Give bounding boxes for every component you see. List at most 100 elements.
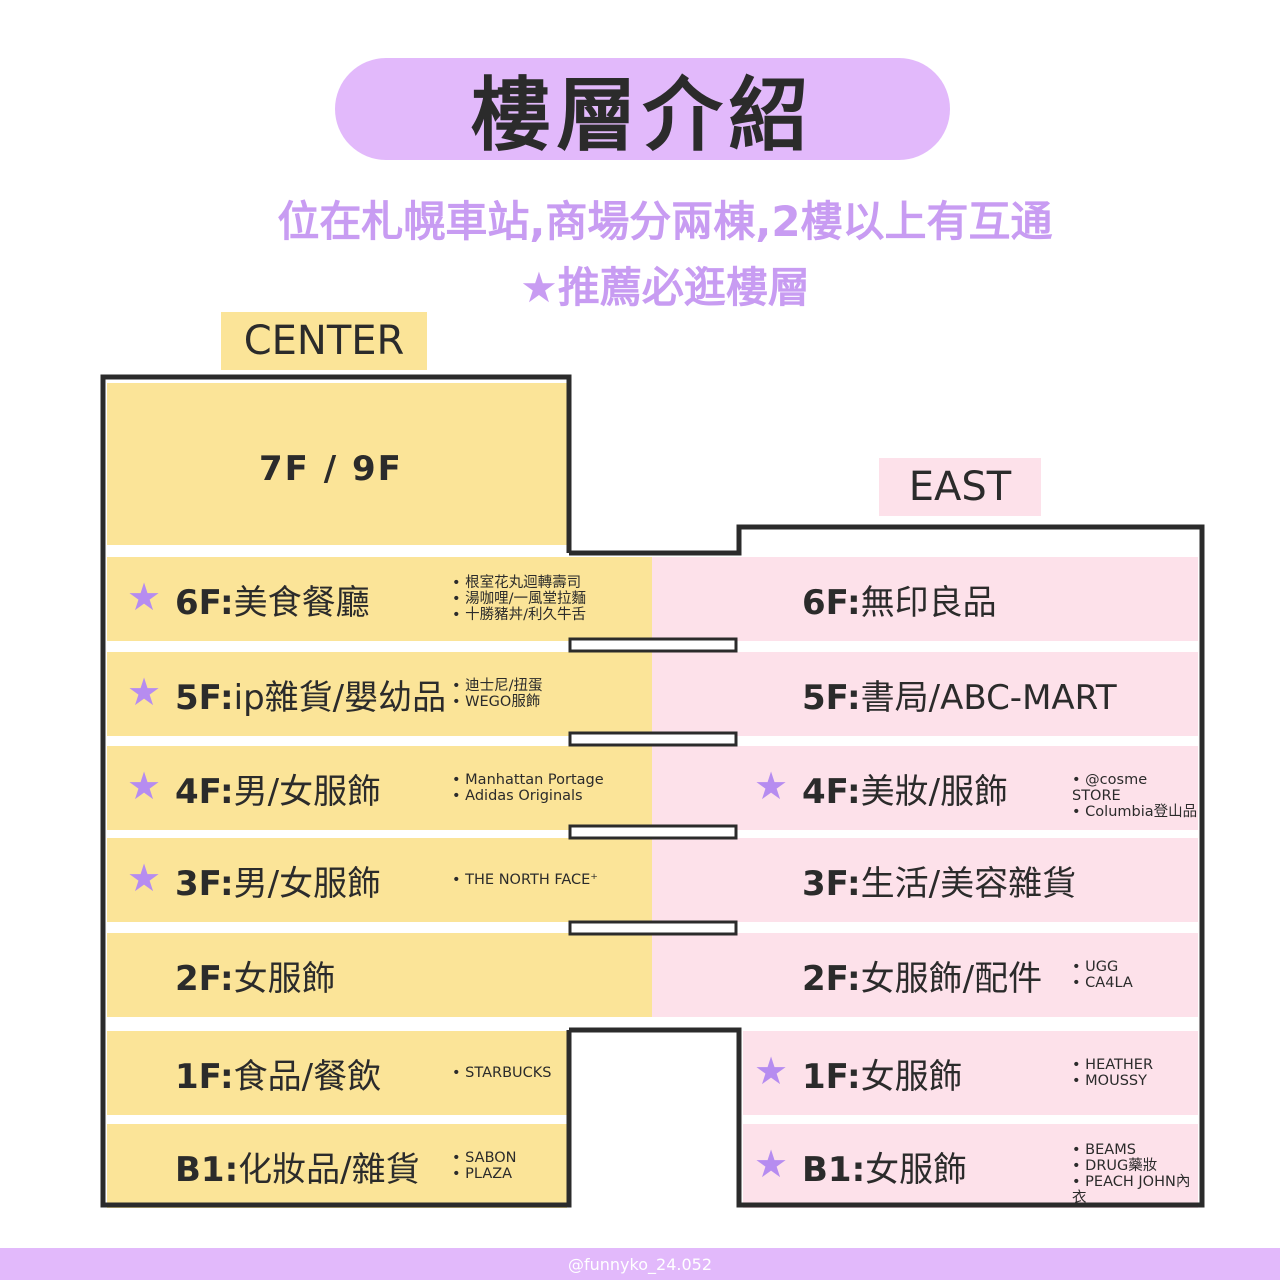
floor-number: 3F: — [802, 864, 861, 904]
floor-category: 女服飾 — [865, 1150, 968, 1190]
floor-category: ip雜貨/嬰幼品 — [233, 678, 447, 718]
floor-number: 5F: — [802, 678, 861, 718]
floor-number: 1F: — [802, 1057, 861, 1097]
shop-item: CA4LA — [1072, 975, 1133, 991]
floor-category: 女服飾 — [860, 1057, 963, 1097]
shop-item: @cosme STORE — [1072, 772, 1198, 804]
floor-category: 美食餐廳 — [233, 583, 370, 623]
east-floor-4f: ★ 4F:美妝/服飾 @cosme STOREColumbia登山品 — [652, 746, 1198, 830]
shop-item: STARBUCKS — [452, 1065, 551, 1081]
star-icon: ★ — [127, 764, 162, 808]
floor-number: B1: — [175, 1150, 239, 1190]
east-floor-1f: ★1F:女服飾HEATHERMOUSSY — [743, 1031, 1198, 1115]
floor-category: 生活/美容雜貨 — [860, 864, 1077, 904]
center-floor-4f: ★ 4F:男/女服飾 Manhattan PortageAdidas Origina… — [107, 746, 652, 830]
floor-label: 3F:生活/美容雜貨 — [802, 856, 1076, 905]
floor-category: 食品/餐飲 — [233, 1057, 382, 1097]
floor-number: 2F: — [175, 959, 234, 999]
shop-list: STARBUCKS — [452, 1065, 551, 1081]
shop-item: 十勝豬丼/利久牛舌 — [452, 607, 586, 623]
floor-category: 無印良品 — [860, 583, 997, 623]
floor-label: B1:化妝品/雜貨 — [175, 1142, 420, 1191]
floor-category: 美妝/服飾 — [860, 772, 1009, 812]
shop-item: HEATHER — [1072, 1057, 1153, 1073]
floor-label: 3F:男/女服飾 — [175, 856, 381, 905]
shop-item: PEACH JOHN內衣 — [1072, 1174, 1198, 1206]
shop-item: PLAZA — [452, 1166, 517, 1182]
center-outline — [100, 374, 572, 1208]
walkway-connector — [568, 920, 738, 936]
shop-list: HEATHERMOUSSY — [1072, 1057, 1153, 1089]
title-banner: 樓層介紹 — [335, 58, 950, 162]
shop-item: UGG — [1072, 959, 1133, 975]
east-outline — [569, 524, 1205, 1208]
east-floor-b1: ★ B1:女服飾 BEAMSDRUG藥妝PEACH JOHN內衣 — [743, 1124, 1198, 1208]
floor-number: 2F: — [802, 959, 861, 999]
floor-number: 1F: — [175, 1057, 234, 1097]
east-floor-3f: 3F:生活/美容雜貨 — [652, 838, 1198, 922]
center-building-tag: CENTER — [221, 312, 427, 370]
shop-list: BEAMSDRUG藥妝PEACH JOHN內衣 — [1072, 1142, 1198, 1206]
shop-item: DRUG藥妝 — [1072, 1158, 1198, 1174]
shop-list: Manhattan PortageAdidas Originals — [452, 772, 604, 804]
walkway-connector — [568, 824, 738, 840]
top-floor-label: 7F / 9F — [259, 449, 403, 489]
floor-category: 男/女服飾 — [233, 864, 382, 904]
shop-list: @cosme STOREColumbia登山品 — [1072, 772, 1198, 820]
floor-label: 1F:食品/餐飲 — [175, 1049, 381, 1098]
floor-number: 4F: — [802, 772, 861, 812]
floor-label: 4F:美妝/服飾 — [802, 764, 1008, 813]
center-floor-b1: B1:化妝品/雜貨 SABONPLAZA — [107, 1124, 567, 1208]
recommend-note: ★推薦必逛樓層 — [520, 263, 810, 312]
center-floor-6f: ★ 6F:美食餐廳 根室花丸迴轉壽司湯咖哩/一風堂拉麵十勝豬丼/利久牛舌 — [107, 557, 652, 641]
center-floor-1f: 1F:食品/餐飲 STARBUCKS — [107, 1031, 567, 1115]
subtitle: 位在札幌車站,商場分兩棟,2樓以上有互通 — [277, 197, 1053, 246]
shop-item: THE NORTH FACE⁺ — [452, 872, 598, 888]
walkway-connector — [568, 637, 738, 653]
floor-number: 6F: — [175, 583, 234, 623]
star-icon: ★ — [754, 764, 789, 808]
floor-label: B1:女服飾 — [802, 1142, 967, 1191]
floor-label: 2F:女服飾 — [175, 951, 336, 1000]
floor-number: 3F: — [175, 864, 234, 904]
floor-label: 1F:女服飾 — [802, 1049, 963, 1098]
shop-list: 根室花丸迴轉壽司湯咖哩/一風堂拉麵十勝豬丼/利久牛舌 — [452, 575, 586, 623]
star-icon: ★ — [127, 670, 162, 714]
shop-item: Adidas Originals — [452, 788, 604, 804]
floor-label: 5F:書局/ABC-MART — [802, 670, 1117, 719]
center-floor-2f: 2F:女服飾 — [107, 933, 652, 1017]
shop-item: BEAMS — [1072, 1142, 1198, 1158]
floor-number: 5F: — [175, 678, 234, 718]
floor-category: 女服飾/配件 — [860, 959, 1043, 999]
center-floor-7f-9f: 7F / 9F — [107, 383, 567, 545]
floor-category: 女服飾 — [233, 959, 336, 999]
floor-number: 6F: — [802, 583, 861, 623]
walkway-connector — [568, 731, 738, 747]
floor-label: 5F:ip雜貨/嬰幼品 — [175, 670, 446, 719]
shop-item: SABON — [452, 1150, 516, 1166]
shop-item: 湯咖哩/一風堂拉麵 — [452, 591, 586, 607]
east-floor-6f: 6F:無印良品 — [652, 557, 1198, 641]
east-building-tag: EAST — [879, 458, 1041, 516]
floor-category: 化妝品/雜貨 — [238, 1150, 420, 1190]
shop-list: UGGCA4LA — [1072, 959, 1133, 991]
floor-label: 6F:美食餐廳 — [175, 575, 370, 624]
floor-label: 2F:女服飾/配件 — [802, 951, 1042, 1000]
floor-label: 4F:男/女服飾 — [175, 764, 381, 813]
shop-item: 根室花丸迴轉壽司 — [452, 575, 586, 591]
floor-category: 男/女服飾 — [233, 772, 382, 812]
east-floor-5f: 5F:書局/ABC-MART — [652, 652, 1198, 736]
star-icon: ★ — [127, 856, 162, 900]
shop-item: Columbia登山品 — [1072, 804, 1198, 820]
star-icon: ★ — [127, 575, 162, 619]
shop-item: MOUSSY — [1072, 1073, 1153, 1089]
east-floor-2f: 2F:女服飾/配件 UGGCA4LA — [652, 933, 1198, 1017]
star-icon: ★ — [754, 1142, 789, 1186]
center-floor-5f: ★5F:ip雜貨/嬰幼品迪士尼/扭蛋WEGO服飾 — [107, 652, 652, 736]
floor-category: 書局/ABC-MART — [860, 678, 1117, 718]
floor-number: 4F: — [175, 772, 234, 812]
shop-item: Manhattan Portage — [452, 772, 603, 788]
shop-item: 迪士尼/扭蛋 — [452, 678, 542, 694]
shop-list: THE NORTH FACE⁺ — [452, 872, 598, 888]
